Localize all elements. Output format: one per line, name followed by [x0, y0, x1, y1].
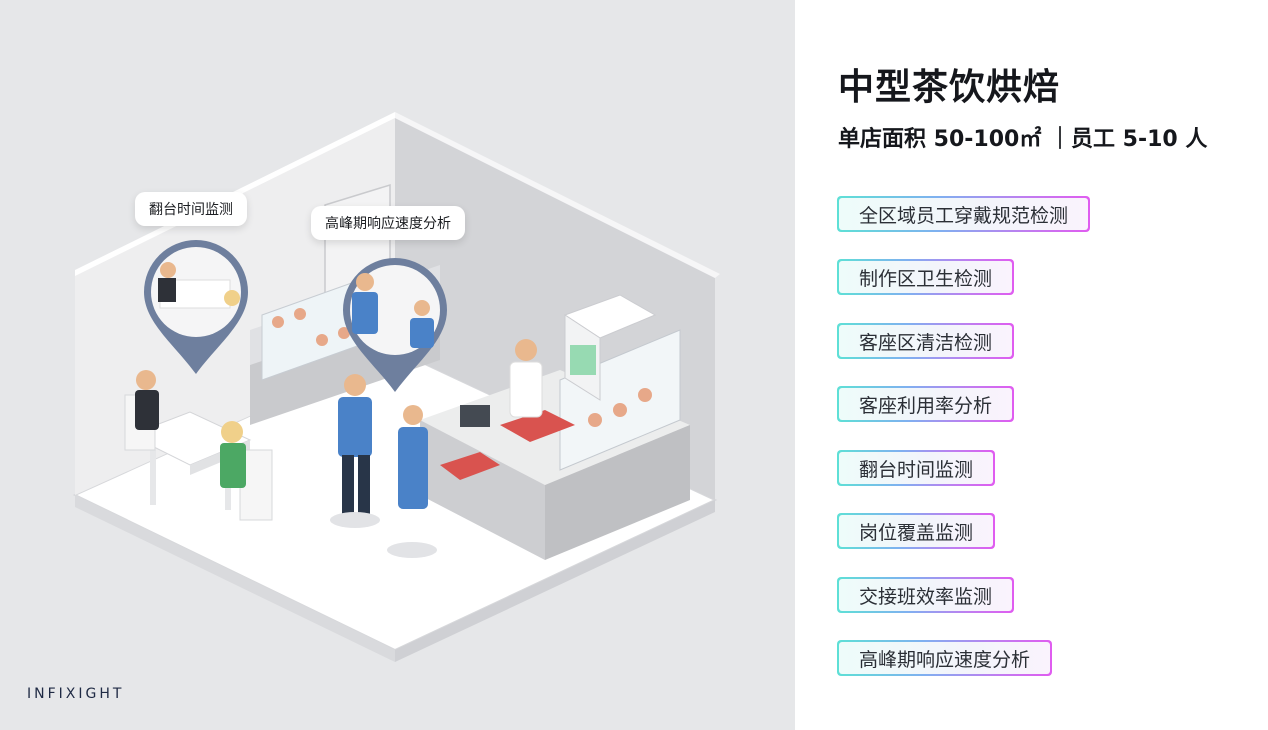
tray: [440, 452, 500, 480]
cash-register: [460, 405, 490, 427]
callout-peak-response: 高峰期响应速度分析: [311, 206, 465, 240]
front-counter-front: [545, 425, 690, 560]
illustration-panel: 翻台时间监测 高峰期响应速度分析 INFIXIGHT: [0, 0, 795, 730]
feature-tag: 客座利用率分析: [837, 386, 1015, 422]
store-illustration: [72, 112, 720, 662]
feature-tag: 岗位覆盖监测: [837, 513, 996, 549]
floor-edge-right: [395, 500, 715, 662]
cashier: [515, 339, 537, 361]
page-title: 中型茶饮烘焙: [838, 67, 1061, 108]
customer: [221, 421, 243, 443]
staff: [403, 405, 423, 425]
cake-case: [559, 329, 681, 471]
feature-tag-label: 高峰期响应速度分析: [839, 642, 1051, 674]
feature-tag-label: 岗位覆盖监测: [839, 515, 994, 547]
callout-table-turn: 翻台时间监测: [135, 192, 247, 226]
customer: [136, 370, 156, 390]
wall-top-right: [395, 112, 720, 278]
feature-tag: 交接班效率监测: [837, 577, 1015, 613]
feature-tag: 高峰期响应速度分析: [837, 640, 1053, 676]
pin-table-turn: [144, 240, 248, 374]
feature-tag-label: 客座利用率分析: [839, 388, 1013, 420]
feature-tag-label: 交接班效率监测: [839, 579, 1013, 611]
page-subtitle: 单店面积 50-100㎡ ｜员工 5-10 人: [838, 127, 1208, 152]
floor-edge: [75, 495, 395, 662]
front-counter-side: [420, 420, 545, 560]
feature-tag-label: 翻台时间监测: [839, 452, 994, 484]
feature-tag: 翻台时间监测: [837, 450, 996, 486]
feature-tag-label: 制作区卫生检测: [839, 261, 1013, 293]
feature-tag-label: 全区域员工穿戴规范检测: [839, 198, 1089, 230]
staff: [344, 374, 366, 396]
brand-logo: INFIXIGHT: [27, 686, 125, 702]
feature-tag: 制作区卫生检测: [837, 259, 1015, 295]
pin-peak-response: [343, 258, 447, 392]
feature-tag: 客座区清洁检测: [837, 323, 1015, 359]
feature-tag-label: 客座区清洁检测: [839, 325, 1013, 357]
feature-tag: 全区域员工穿戴规范检测: [837, 196, 1091, 232]
tray: [500, 410, 575, 442]
